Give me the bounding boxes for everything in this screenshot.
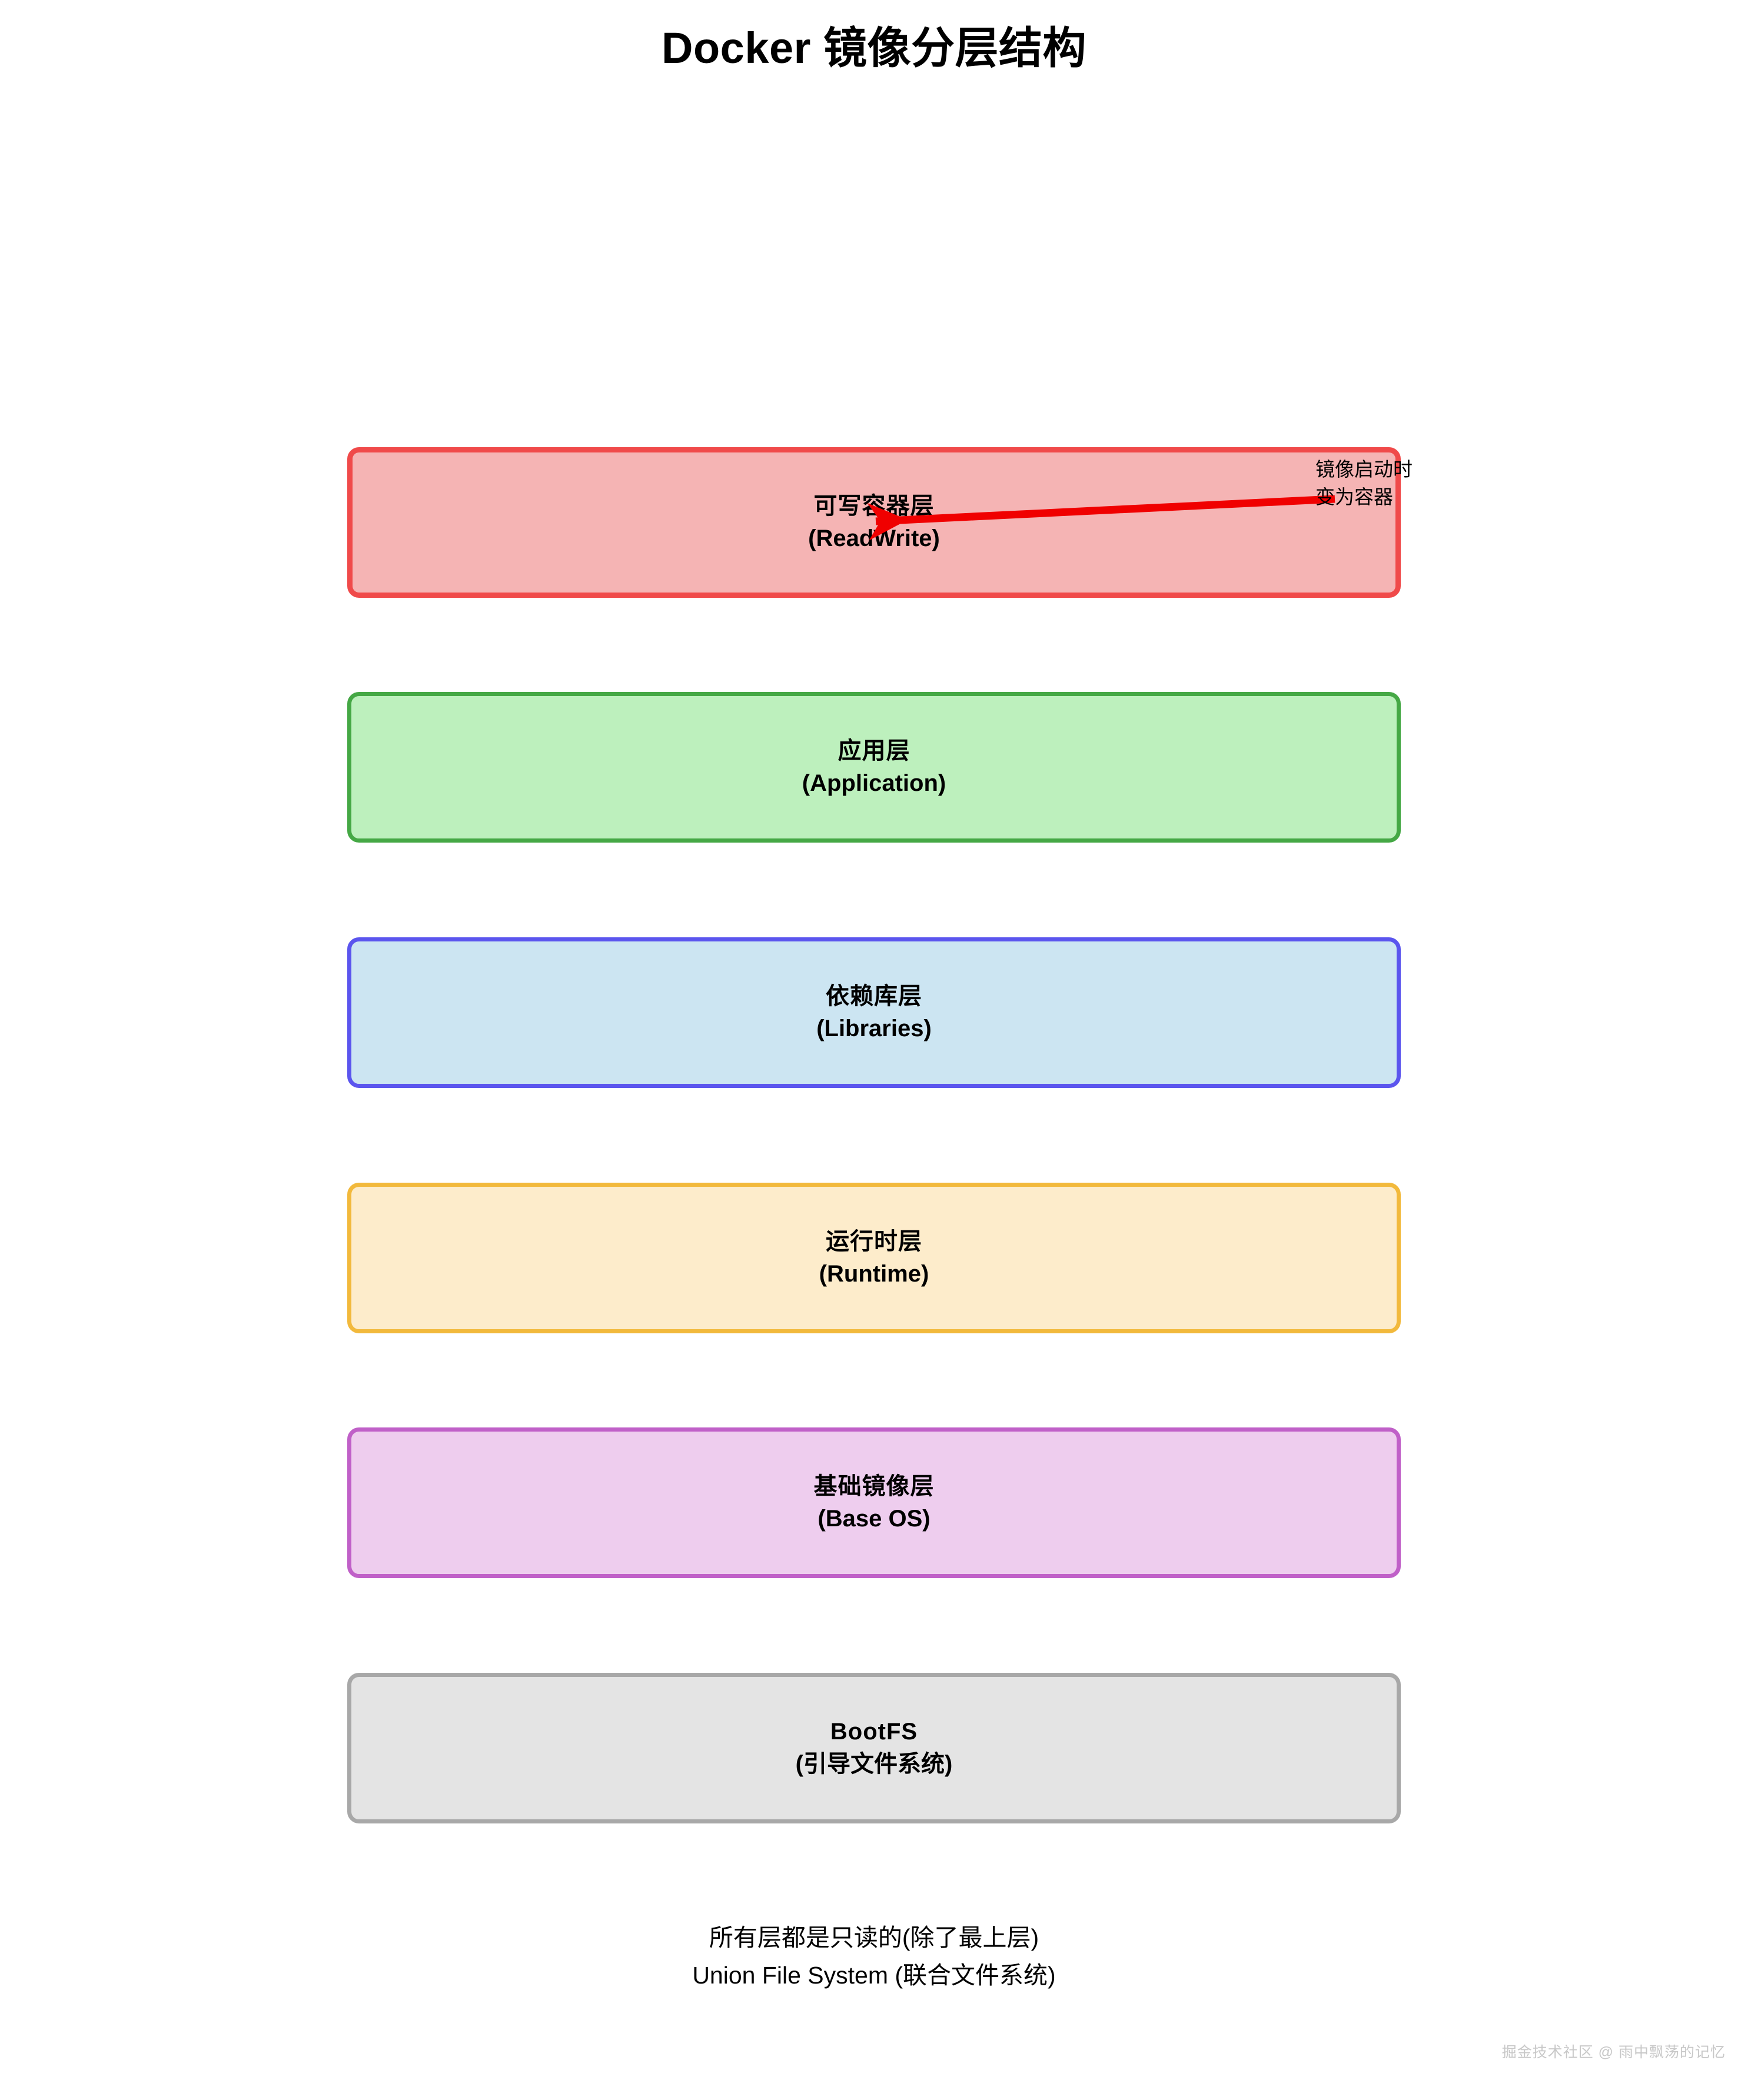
layer-box-application: 应用层 (Application) bbox=[347, 692, 1401, 843]
footer-line-1: 所有层都是只读的(除了最上层) bbox=[709, 1924, 1039, 1951]
layer-label-en: (Base OS) bbox=[817, 1506, 931, 1532]
layer-label-cn: 依赖库层 bbox=[826, 983, 922, 1009]
layer-label-en: (Libraries) bbox=[816, 1016, 932, 1041]
page-title: Docker 镜像分层结构 bbox=[662, 24, 1086, 72]
annotation-label: 镜像启动时 变为容器 bbox=[1315, 456, 1504, 511]
layer-label-en: (引导文件系统) bbox=[795, 1751, 953, 1777]
layer-label-cn: BootFS bbox=[830, 1718, 918, 1745]
footer-note: 所有层都是只读的(除了最上层) Union File System (联合文件系… bbox=[0, 1919, 1748, 1994]
footer-line-2: Union File System (联合文件系统) bbox=[692, 1961, 1056, 1989]
layer-box-base-os: 基础镜像层 (Base OS) bbox=[347, 1427, 1401, 1578]
annotation-line-2: 变为容器 bbox=[1315, 485, 1393, 508]
annotation-line-1: 镜像启动时 bbox=[1315, 458, 1413, 480]
layer-label-cn: 运行时层 bbox=[826, 1228, 922, 1254]
layer-box-bootfs: BootFS (引导文件系统) bbox=[347, 1673, 1401, 1823]
layer-label-en: (Runtime) bbox=[819, 1261, 929, 1287]
layer-label-cn: 可写容器层 bbox=[813, 492, 935, 519]
layer-box-libraries: 依赖库层 (Libraries) bbox=[347, 937, 1401, 1088]
layer-label-en: (Application) bbox=[802, 770, 946, 796]
layer-label-cn: 基础镜像层 bbox=[813, 1473, 935, 1499]
watermark: 掘金技术社区 @ 雨中飘荡的记忆 bbox=[1501, 2044, 1726, 2061]
layer-label-en: (ReadWrite) bbox=[808, 525, 940, 551]
layer-box-runtime: 运行时层 (Runtime) bbox=[347, 1183, 1401, 1333]
layer-box-writable-container: 可写容器层 (ReadWrite) bbox=[347, 447, 1401, 598]
layer-label-cn: 应用层 bbox=[838, 737, 910, 764]
